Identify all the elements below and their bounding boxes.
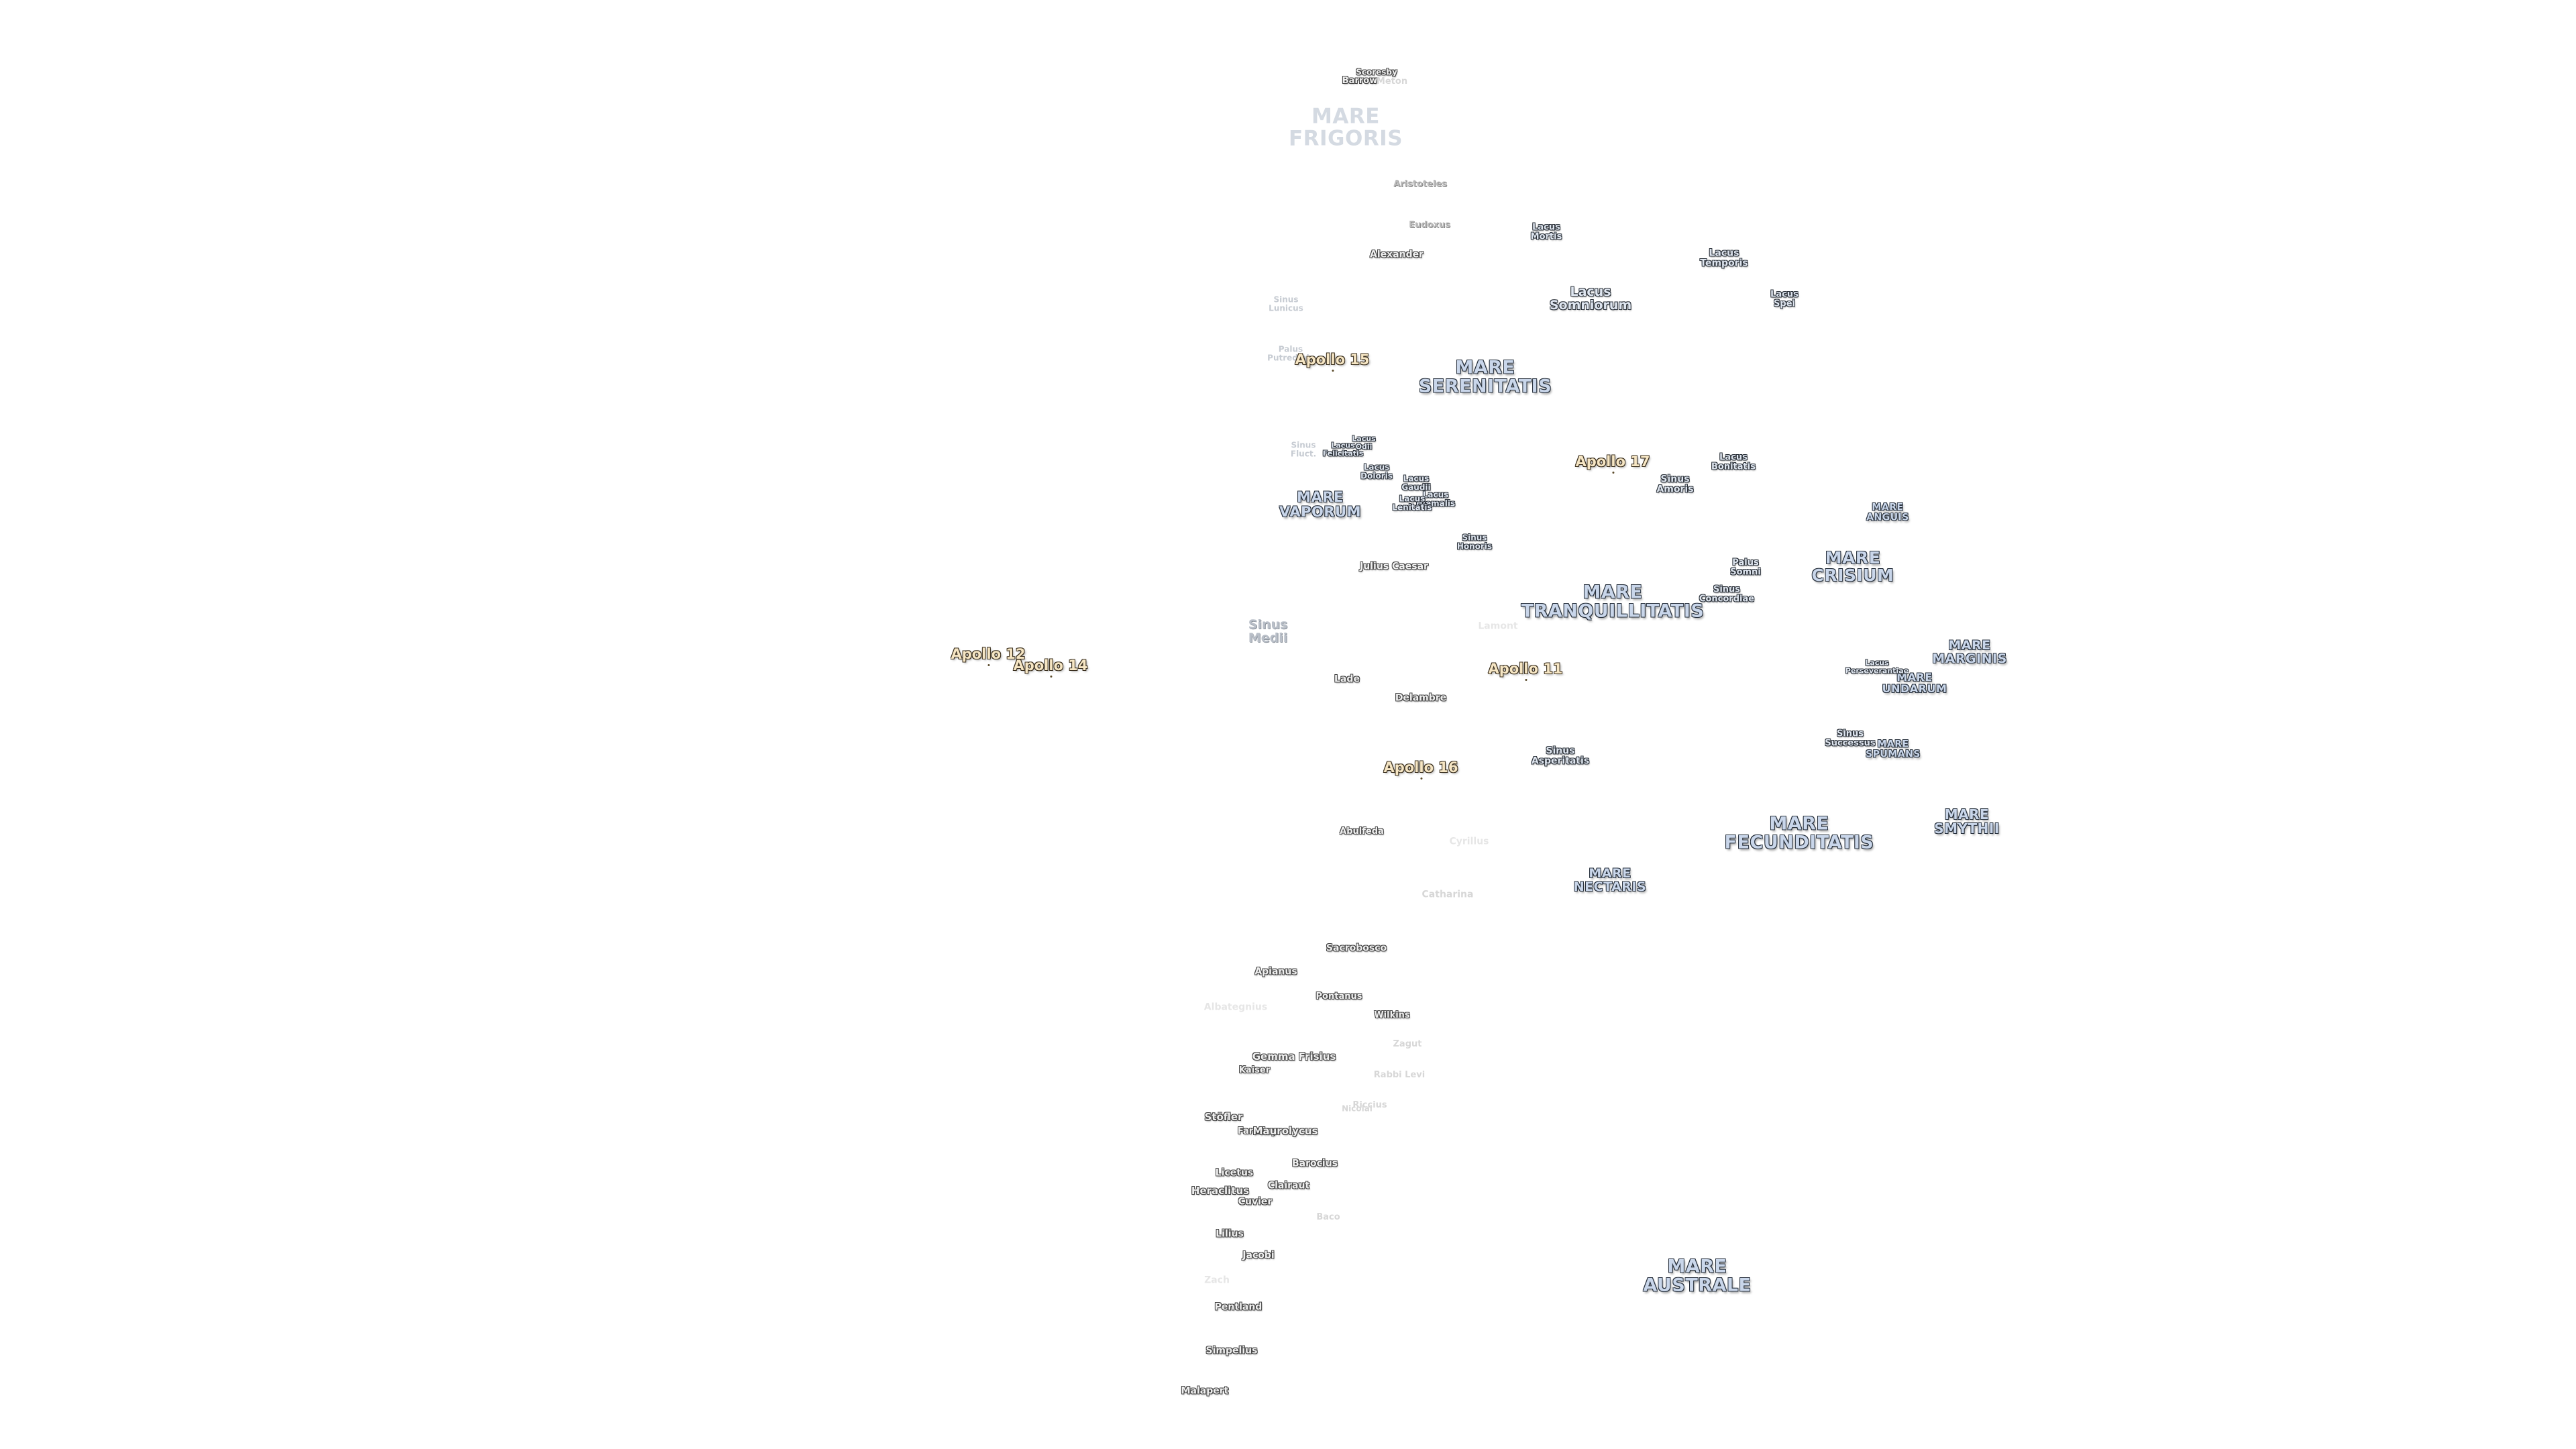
crater-stoefler-label: Stöfler xyxy=(1204,1111,1243,1124)
crater-abulfeda-label: Abulfeda xyxy=(1340,826,1384,837)
mare-fecunditatis-label: MARE FECUNDITATIS xyxy=(1724,813,1874,853)
crater-riccius-label: Riccius xyxy=(1352,1100,1387,1111)
crater-licetus-label: Licetus xyxy=(1215,1167,1254,1179)
crater-cuvier-label: Cuvier xyxy=(1238,1196,1273,1208)
sinus-honoris-label: Sinus Honoris xyxy=(1456,533,1493,551)
lacus-bonitatis-label: Lacus Bonitatis xyxy=(1711,452,1756,472)
mare-australe-label: MARE AUSTRALE xyxy=(1643,1256,1752,1296)
lacus-lenitatis-label: Lacus Lenitatis xyxy=(1392,494,1432,512)
crater-lilius-label: Lilius xyxy=(1216,1228,1244,1240)
crater-delambre-label: Delambre xyxy=(1395,692,1447,704)
crater-lamont-label: Lamont xyxy=(1478,621,1518,632)
sinus-medii-label: Sinus Medii xyxy=(1248,617,1288,645)
crater-zach-label: Zach xyxy=(1204,1275,1230,1286)
crater-aristoteles-label: Aristoteles xyxy=(1393,179,1447,190)
mare-frigoris-label: MARE FRIGORIS xyxy=(1288,104,1403,150)
crater-clairaut-label: Clairaut xyxy=(1267,1180,1310,1191)
crater-albategnius-label: Albategnius xyxy=(1203,1002,1268,1013)
sinus-amoris-label: Sinus Amoris xyxy=(1656,474,1694,494)
crater-barocius-label: Barocius xyxy=(1291,1158,1338,1169)
lacus-doloris-label: Lacus Doloris xyxy=(1360,462,1393,480)
sinus-fluctuum-label: Sinus Fluct. xyxy=(1290,440,1317,458)
crater-wilkins-label: Wilkins xyxy=(1374,1010,1410,1021)
mare-anguis-label: MARE ANGUIS xyxy=(1866,502,1909,523)
lacus-somniorum-label: Lacus Somniorum xyxy=(1549,284,1632,313)
crater-eudoxus-label: Eudoxus xyxy=(1409,220,1450,231)
lacus-gaudii-label: Lacus Gaudii xyxy=(1401,474,1431,492)
mare-smythii-label: MARE SMYTHII xyxy=(1934,806,2000,837)
mare-undarum-label: MARE UNDARUM xyxy=(1882,671,1947,695)
crater-heraclitus-label: Heraclitus xyxy=(1191,1185,1250,1197)
mare-tranquillitatis-label: MARE TRANQUILLITATIS xyxy=(1521,582,1705,622)
sinus-successus-label: Sinus Successus xyxy=(1825,729,1876,748)
crater-rabbi-levi-label: Rabbi Levi xyxy=(1373,1070,1426,1081)
crater-catharina-label: Catharina xyxy=(1421,889,1474,900)
crater-jacobi-label: Jacobi xyxy=(1242,1250,1275,1261)
crater-simpelius-label: Simpelius xyxy=(1205,1345,1258,1356)
crater-barrow-label: Barrow xyxy=(1342,76,1378,87)
crater-maurolycus-label: Maurolycus xyxy=(1252,1125,1318,1138)
crater-cyrillus-label: Cyrillus xyxy=(1449,836,1489,847)
crater-malapert-label: Malapert xyxy=(1181,1385,1229,1397)
crater-kaiser-label: Kaiser xyxy=(1238,1065,1271,1076)
crater-sacrobosco-label: Sacrobosco xyxy=(1326,943,1387,954)
lacus-felicitatis-label: Lacus Felicitatis xyxy=(1322,441,1364,458)
lacus-hiemalis-label: Lacus Hiemalis xyxy=(1415,490,1456,508)
lacus-odii-label: Lacus Odii xyxy=(1352,434,1376,451)
crater-gemma-frisius-label: Gemma Frisius xyxy=(1252,1051,1336,1063)
crater-pentland-label: Pentland xyxy=(1214,1301,1263,1313)
sinus-lunicus-label: Sinus Lunicus xyxy=(1269,294,1303,313)
mare-nectaris-label: MARE NECTARIS xyxy=(1573,866,1647,894)
apollo-11-site[interactable]: Apollo 11 xyxy=(1488,660,1563,682)
apollo-14-site[interactable]: Apollo 14 xyxy=(1013,657,1088,678)
crater-alexander-label: Alexander xyxy=(1370,249,1424,260)
lacus-temporis-label: Lacus Temporis xyxy=(1700,248,1748,268)
palus-somni-label: Palus Somni xyxy=(1730,557,1761,577)
crater-scoresby-label: Scoresby xyxy=(1356,67,1397,77)
crater-meton-label: Meton xyxy=(1376,76,1408,87)
crater-nicolai-label: Nicolai xyxy=(1342,1104,1373,1114)
crater-lade-label: Lade xyxy=(1334,674,1360,685)
mare-crisium-label: MARE CRISIUM xyxy=(1811,547,1894,585)
crater-faraday-label: Faraday xyxy=(1237,1126,1277,1137)
mare-vaporum-label: MARE VAPORUM xyxy=(1279,488,1361,520)
apollo-12-site[interactable]: Apollo 12 xyxy=(951,645,1026,667)
crater-apianus-label: Apianus xyxy=(1254,966,1297,977)
apollo-15-site[interactable]: Apollo 15 xyxy=(1295,351,1370,372)
crater-baco-label: Baco xyxy=(1316,1212,1340,1223)
mare-marginis-label: MARE MARGINIS xyxy=(1932,638,2007,666)
mare-spumans-label: MARE SPUMANS xyxy=(1866,739,1921,759)
apollo-17-site[interactable]: Apollo 17 xyxy=(1575,453,1650,474)
crater-pontanus-label: Pontanus xyxy=(1316,991,1362,1002)
lacus-perseverantiae-label: Lacus Perseverantiae xyxy=(1845,658,1909,675)
sinus-concordiae-label: Sinus Concordiae xyxy=(1699,584,1755,604)
lacus-spei-label: Lacus Spei xyxy=(1770,289,1799,309)
crater-julius-caesar-label: Julius Caesar xyxy=(1360,561,1428,572)
crater-zagut-label: Zagut xyxy=(1393,1039,1422,1050)
apollo-16-site[interactable]: Apollo 16 xyxy=(1383,759,1458,780)
sinus-asperitatis-label: Sinus Asperitatis xyxy=(1531,745,1590,766)
lacus-mortis-label: Lacus Mortis xyxy=(1530,222,1562,241)
palus-putredinis-label: Palus Putredinis xyxy=(1267,344,1314,362)
mare-serenitatis-label: MARE SERENITATIS xyxy=(1418,357,1552,397)
